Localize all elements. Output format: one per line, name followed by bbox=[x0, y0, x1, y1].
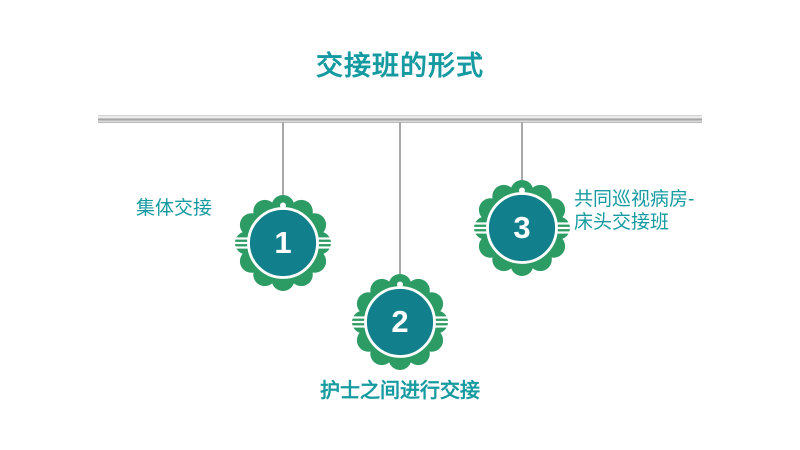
label-ornament-3-line2: 床头交接班 bbox=[574, 212, 670, 233]
ornament-1: 1 bbox=[235, 195, 331, 291]
hanging-rod bbox=[98, 115, 702, 123]
hanging-string-3 bbox=[521, 122, 523, 188]
ornament-1-number: 1 bbox=[274, 225, 292, 260]
ornament-2: 2 bbox=[352, 274, 448, 370]
label-ornament-2: 护士之间进行交接 bbox=[320, 380, 480, 402]
ornament-3-number: 3 bbox=[513, 210, 531, 245]
label-ornament-3-line1: 共同巡视病房- bbox=[574, 189, 695, 210]
hanging-string-2 bbox=[399, 122, 401, 283]
ornament-2-number: 2 bbox=[391, 304, 409, 339]
label-ornament-1: 集体交接 bbox=[136, 198, 213, 219]
slide-title: 交接班的形式 bbox=[316, 51, 484, 81]
label-ornament-3: 共同巡视病房- 床头交接班 bbox=[574, 188, 694, 234]
ornament-3: 3 bbox=[474, 180, 570, 276]
hanging-string-1 bbox=[282, 122, 284, 204]
